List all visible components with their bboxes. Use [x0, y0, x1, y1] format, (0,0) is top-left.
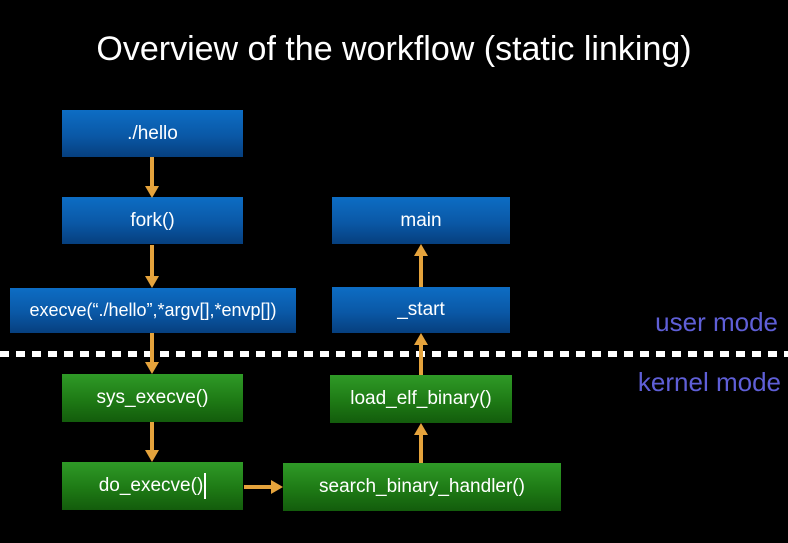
node-main-label: main	[400, 209, 442, 231]
node-sys-execve: sys_execve()	[62, 374, 243, 422]
kernel-mode-label: kernel mode	[637, 367, 781, 397]
node-search-binary-handler-label: search_binary_handler()	[319, 476, 525, 497]
node-load-elf-binary: load_elf_binary()	[330, 375, 512, 423]
arrow-do-execve-to-search-binary-handler	[244, 480, 283, 494]
node-search-binary-handler: search_binary_handler()	[283, 463, 561, 511]
node-start-label: _start	[397, 299, 445, 320]
node-main: main	[332, 197, 510, 244]
mode-divider-dashed-line	[0, 351, 788, 357]
node-load-elf-binary-label: load_elf_binary()	[350, 388, 492, 409]
text-cursor	[204, 473, 207, 499]
arrow-sys-execve-to-do-execve	[145, 422, 159, 462]
node-hello-label: ./hello	[127, 122, 178, 144]
node-do-execve-label: do_execve()	[98, 475, 204, 496]
user-mode-label: user mode	[655, 307, 778, 337]
node-start: _start	[332, 287, 510, 333]
node-sys-execve-label: sys_execve()	[96, 387, 209, 408]
arrow-hello-to-fork	[145, 157, 159, 198]
arrow-load-elf-binary-to-start	[414, 333, 428, 375]
node-execve: execve(“./hello”,*argv[],*envp[])	[10, 288, 296, 333]
node-fork: fork()	[62, 197, 243, 244]
node-execve-label: execve(“./hello”,*argv[],*envp[])	[29, 300, 277, 320]
arrow-search-binary-handler-to-load-elf-binary	[414, 423, 428, 463]
arrow-start-to-main	[414, 244, 428, 287]
node-hello: ./hello	[62, 110, 243, 157]
slide-title: Overview of the workflow (static linking…	[96, 30, 692, 68]
arrow-fork-to-execve	[145, 245, 159, 288]
node-do-execve: do_execve()	[62, 462, 243, 510]
arrow-execve-to-sys-execve	[145, 333, 159, 374]
node-fork-label: fork()	[130, 209, 175, 231]
